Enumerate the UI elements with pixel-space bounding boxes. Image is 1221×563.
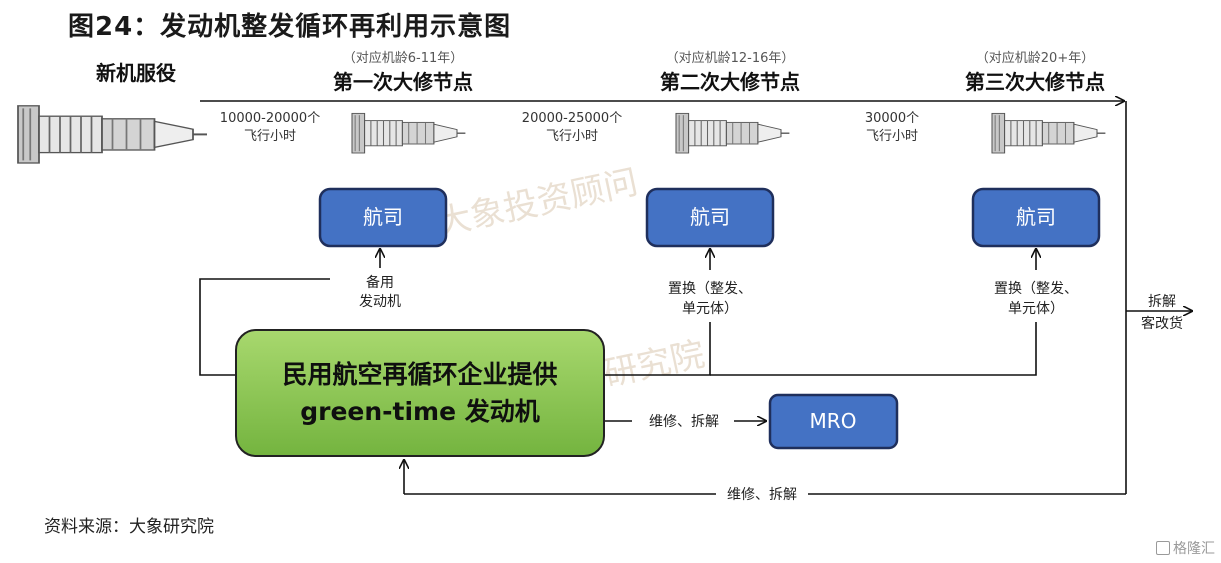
- brand-name: 格隆汇: [1173, 541, 1215, 557]
- left-loop-line: [199, 278, 330, 376]
- node-2-title: 第二次大修节点: [660, 70, 800, 94]
- hours-1-line2: 飞行小时: [244, 129, 296, 144]
- source-note: 资料来源：大象研究院: [44, 517, 214, 537]
- jet-engine-icon: [991, 112, 1107, 154]
- node-2-subtitle: （对应机龄12-16年）: [666, 50, 795, 66]
- mro-label: MRO: [810, 409, 857, 433]
- airline-box-3: [971, 187, 1101, 248]
- jet-engine-icon: [351, 112, 467, 154]
- replace-line-3: [710, 322, 1037, 376]
- node-3-subtitle: （对应机龄20+年）: [976, 50, 1094, 66]
- spare-engine-line2: 发动机: [359, 294, 401, 310]
- replace-2-line2: 单元体）: [682, 301, 738, 317]
- brand-logo-icon: [1156, 541, 1170, 555]
- maint-label-bottom: 维修、拆解: [727, 487, 797, 503]
- recycling-provider-box: [235, 329, 605, 457]
- airline-box-2: [645, 187, 775, 248]
- hours-2-line2: 飞行小时: [546, 129, 598, 144]
- figure-title: 图24：发动机整发循环再利用示意图: [68, 12, 512, 42]
- airline-label-1: 航司: [363, 205, 403, 229]
- replace-3-line2: 单元体）: [1008, 301, 1064, 317]
- node-1-title: 第一次大修节点: [333, 70, 473, 94]
- node-3-title: 第三次大修节点: [965, 70, 1105, 94]
- airline-label-3: 航司: [1016, 205, 1056, 229]
- airline-box-1: [318, 187, 448, 248]
- hours-3-line1: 30000个: [865, 111, 919, 126]
- node-1-subtitle: （对应机龄6-11年）: [343, 50, 464, 66]
- dismantle-line1: 拆解: [1148, 294, 1176, 310]
- mro-box: [768, 393, 899, 450]
- new-service-label: 新机服役: [96, 61, 176, 85]
- center-line1: 民用航空再循环企业提供: [282, 360, 557, 389]
- dismantle-line2: 客改货: [1141, 315, 1183, 332]
- jet-engine-icon: [16, 104, 209, 165]
- maint-label-mro: 维修、拆解: [649, 414, 719, 430]
- spare-engine-line1: 备用: [366, 274, 394, 291]
- airline-label-2: 航司: [690, 205, 730, 229]
- hours-3-line2: 飞行小时: [866, 129, 918, 144]
- brand-watermark: 格隆汇: [1156, 538, 1215, 558]
- hours-1-line1: 10000-20000个: [220, 111, 320, 126]
- center-line2: green-time 发动机: [300, 397, 540, 426]
- replace-2-line1: 置换（整发、: [668, 280, 752, 297]
- watermark-text: 大象投资顾问: [434, 162, 642, 244]
- jet-engine-icon: [675, 112, 791, 154]
- hours-2-line1: 20000-25000个: [522, 111, 622, 126]
- replace-3-line1: 置换（整发、: [994, 280, 1078, 297]
